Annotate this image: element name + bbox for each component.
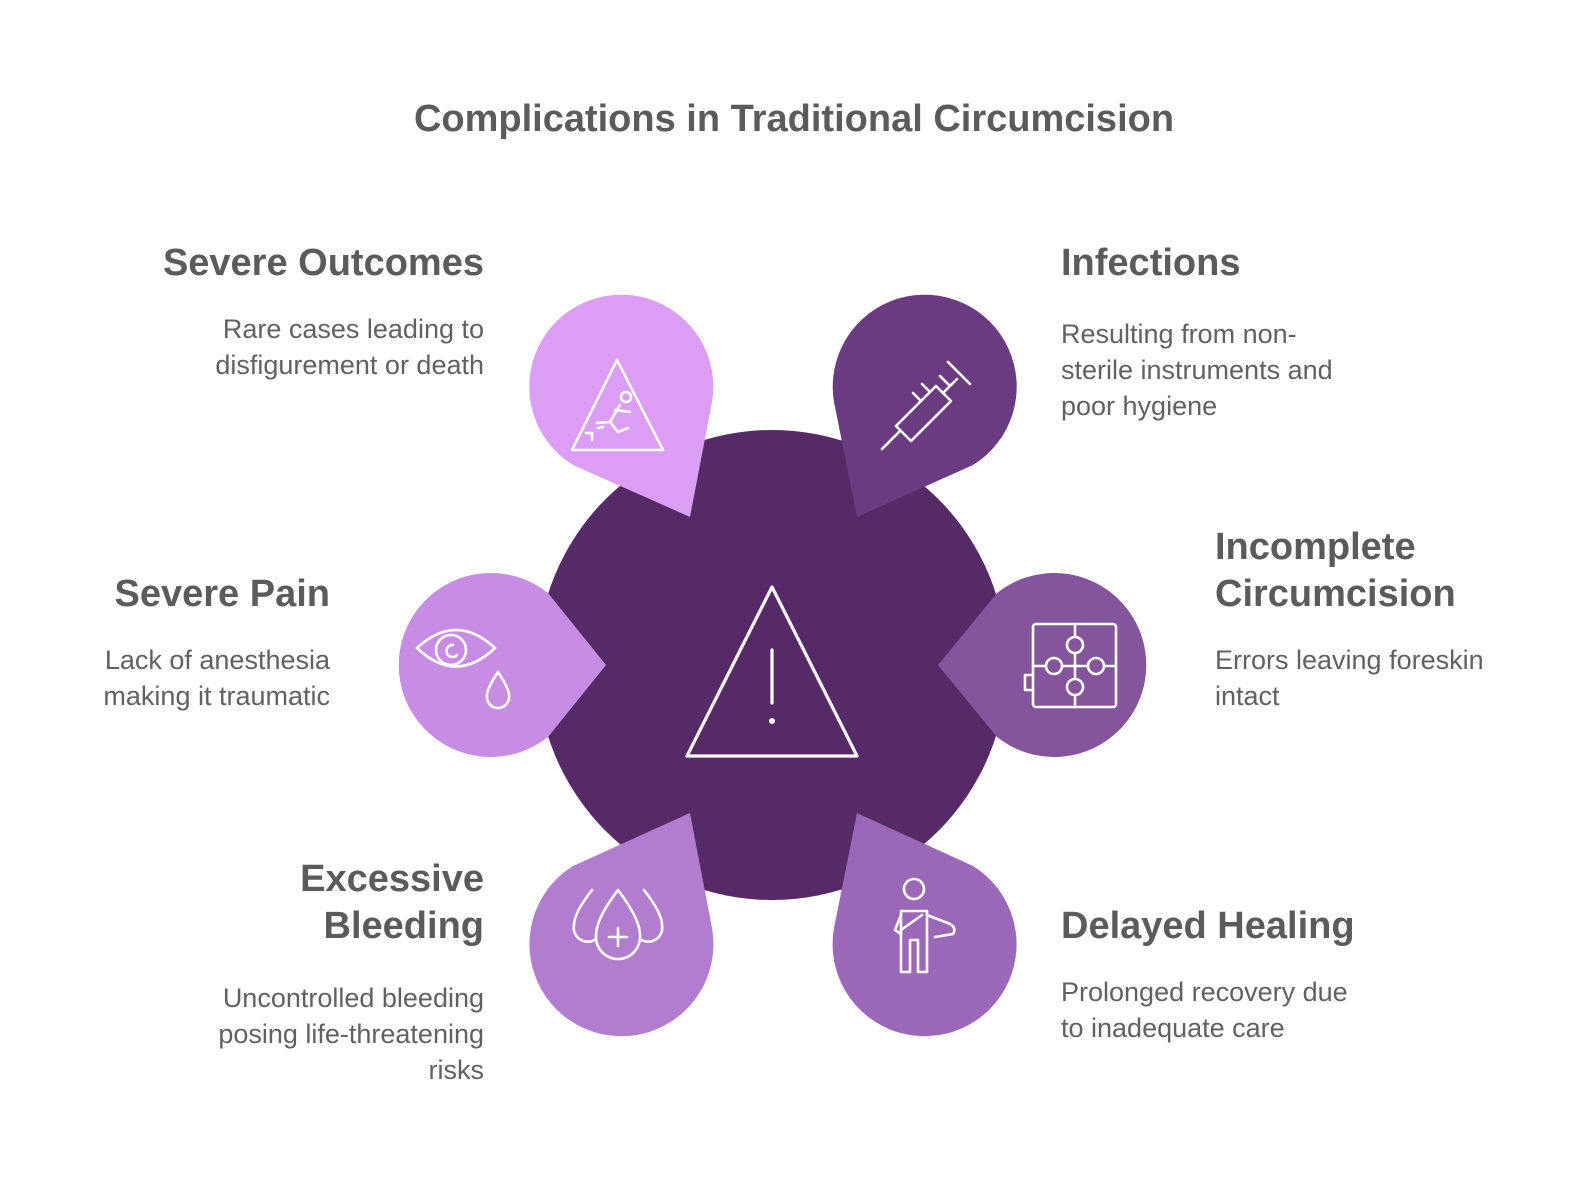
description-line: making it traumatic <box>103 681 330 711</box>
heading-line: Excessive <box>300 858 484 900</box>
heading-severe-outcomes: Severe Outcomes <box>163 240 484 287</box>
description-severe-pain: Lack of anesthesia making it traumatic <box>103 642 330 714</box>
heading-line: Circumcision <box>1215 573 1456 615</box>
description-line: sterile instruments and <box>1061 355 1333 385</box>
heading-infections: Infections <box>1061 240 1240 287</box>
description-incomplete-circumcision: Errors leaving foreskin intact <box>1215 642 1484 714</box>
heading-line: Severe Outcomes <box>162 242 484 284</box>
description-line: Prolonged recovery due <box>1061 977 1348 1007</box>
syringe-icon <box>880 360 972 451</box>
petal-delayed-healing <box>832 813 1017 1037</box>
diagram-title: Complications in Traditional Circumcisio… <box>413 98 1175 140</box>
description-line: Errors leaving foreskin <box>1215 645 1484 675</box>
description-delayed-healing: Prolonged recovery due to inadequate car… <box>1061 974 1348 1046</box>
description-line: Rare cases leading to <box>222 314 484 344</box>
description-severe-outcomes: Rare cases leading to disfigurement or d… <box>215 311 484 383</box>
description-line: poor hygiene <box>1061 391 1218 421</box>
description-line: to inadequate care <box>1061 1013 1285 1043</box>
petal-severe-outcomes <box>529 294 714 517</box>
description-line: intact <box>1215 681 1280 711</box>
heading-line: Infections <box>1061 242 1241 284</box>
description-infections: Resulting from non- sterile instruments … <box>1061 316 1333 424</box>
petal-severe-pain <box>398 573 606 757</box>
heading-line: Delayed Healing <box>1061 905 1355 947</box>
heading-incomplete-circumcision: Incomplete Circumcision <box>1215 524 1456 618</box>
warning-triangle-icon <box>685 585 859 758</box>
description-line: risks <box>428 1055 485 1085</box>
petal-infections <box>832 294 1017 517</box>
description-line: posing life-threatening <box>218 1019 484 1049</box>
injured-person-icon <box>893 877 956 974</box>
heading-line: Bleeding <box>323 905 484 947</box>
crying-eye-icon <box>415 628 511 710</box>
heading-line: Incomplete <box>1215 526 1416 568</box>
fall-hazard-icon <box>570 358 665 452</box>
puzzle-icon <box>1023 622 1118 709</box>
heading-line: Severe Pain <box>114 573 330 615</box>
description-line: Lack of anesthesia <box>104 645 330 675</box>
description-line: Resulting from non- <box>1061 319 1297 349</box>
heading-severe-pain: Severe Pain <box>115 571 330 618</box>
description-line: disfigurement or death <box>215 350 484 380</box>
description-excessive-bleeding: Uncontrolled bleeding posing life-threat… <box>218 980 484 1088</box>
blood-drops-icon <box>572 888 664 961</box>
heading-excessive-bleeding: Excessive Bleeding <box>300 856 484 950</box>
description-line: Uncontrolled bleeding <box>222 983 484 1013</box>
heading-delayed-healing: Delayed Healing <box>1061 903 1355 950</box>
